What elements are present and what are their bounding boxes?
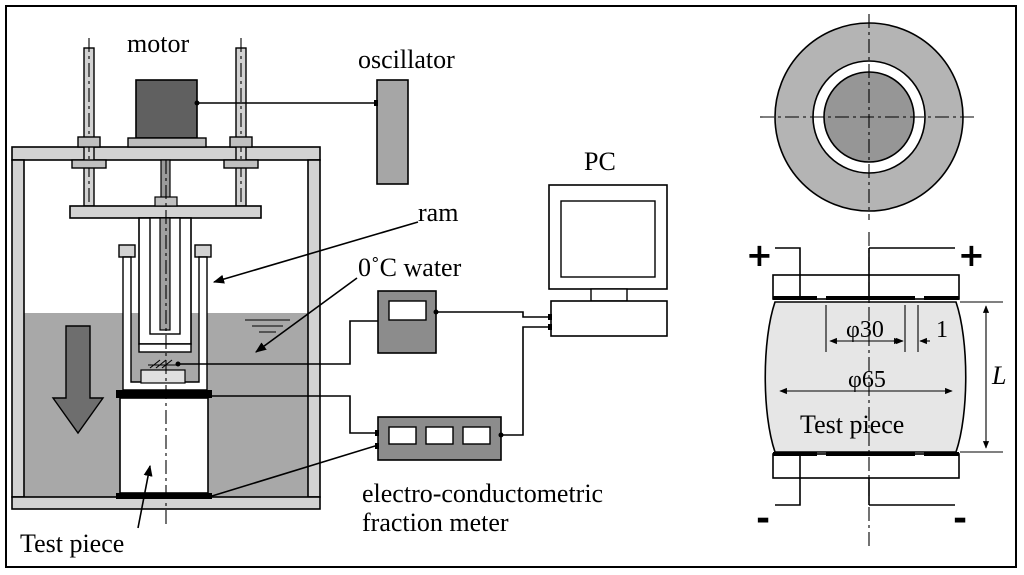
thermometer-display	[388, 300, 427, 321]
container-flange-right	[194, 244, 212, 258]
tank-right-wall	[307, 159, 321, 498]
electrode-top	[116, 390, 212, 398]
motor-body	[135, 79, 198, 139]
tank-left-wall	[11, 159, 25, 498]
container-flange-left	[118, 244, 136, 258]
label-meter-line1: electro-conductometric	[362, 479, 603, 508]
label-phi65: φ65	[848, 367, 886, 393]
plus-right-symbol: +	[958, 236, 985, 274]
specimen-cross-section	[764, 232, 1003, 550]
label-length: L	[991, 361, 1006, 390]
apparatus	[11, 38, 321, 528]
label-oscillator: oscillator	[358, 45, 455, 74]
meter-display-2	[425, 426, 454, 445]
label-meter-line2: fraction meter	[362, 508, 509, 537]
test-piece-left	[119, 397, 209, 494]
plus-left-symbol: +	[746, 236, 773, 274]
bottom-platen	[772, 453, 960, 479]
label-phi30: φ30	[846, 317, 884, 343]
rod-nut-right-top	[229, 136, 253, 148]
water-leader	[255, 277, 358, 353]
top-platen	[772, 274, 960, 300]
label-test-piece-left: Test piece	[20, 529, 124, 558]
label-ram: ram	[418, 198, 458, 227]
pc-screen	[560, 200, 656, 278]
thermometer-box	[377, 290, 437, 354]
sensor-block	[140, 369, 186, 384]
minus-left-symbol: -	[756, 499, 770, 539]
rod-nut-left-top	[77, 136, 101, 148]
rod-nut-left-bottom	[71, 159, 107, 169]
label-dim-1: 1	[936, 317, 948, 343]
meter-display-1	[388, 426, 417, 445]
label-water: 0˚C water	[358, 253, 462, 282]
electrode-bottom	[116, 493, 212, 499]
tank-top-plate	[11, 146, 321, 161]
ram-foot	[138, 343, 192, 353]
minus-right-symbol: -	[953, 499, 967, 539]
oscillator-box	[376, 79, 409, 185]
ram-leader	[212, 221, 419, 284]
wiring	[175, 309, 552, 497]
figure-border	[5, 5, 1017, 568]
pc-base-unit	[550, 300, 668, 337]
ram-rod	[159, 217, 171, 331]
meter-display-3	[462, 426, 491, 445]
electrode-plan-view	[760, 14, 978, 220]
label-pc: PC	[584, 147, 616, 176]
label-motor: motor	[127, 29, 189, 58]
pc-stand	[590, 288, 628, 302]
test-piece-leader	[137, 464, 153, 529]
rod-nut-right-bottom	[223, 159, 259, 169]
compression-arrow	[51, 325, 105, 435]
motor-base	[127, 137, 207, 148]
label-test-piece-right: Test piece	[800, 410, 904, 439]
